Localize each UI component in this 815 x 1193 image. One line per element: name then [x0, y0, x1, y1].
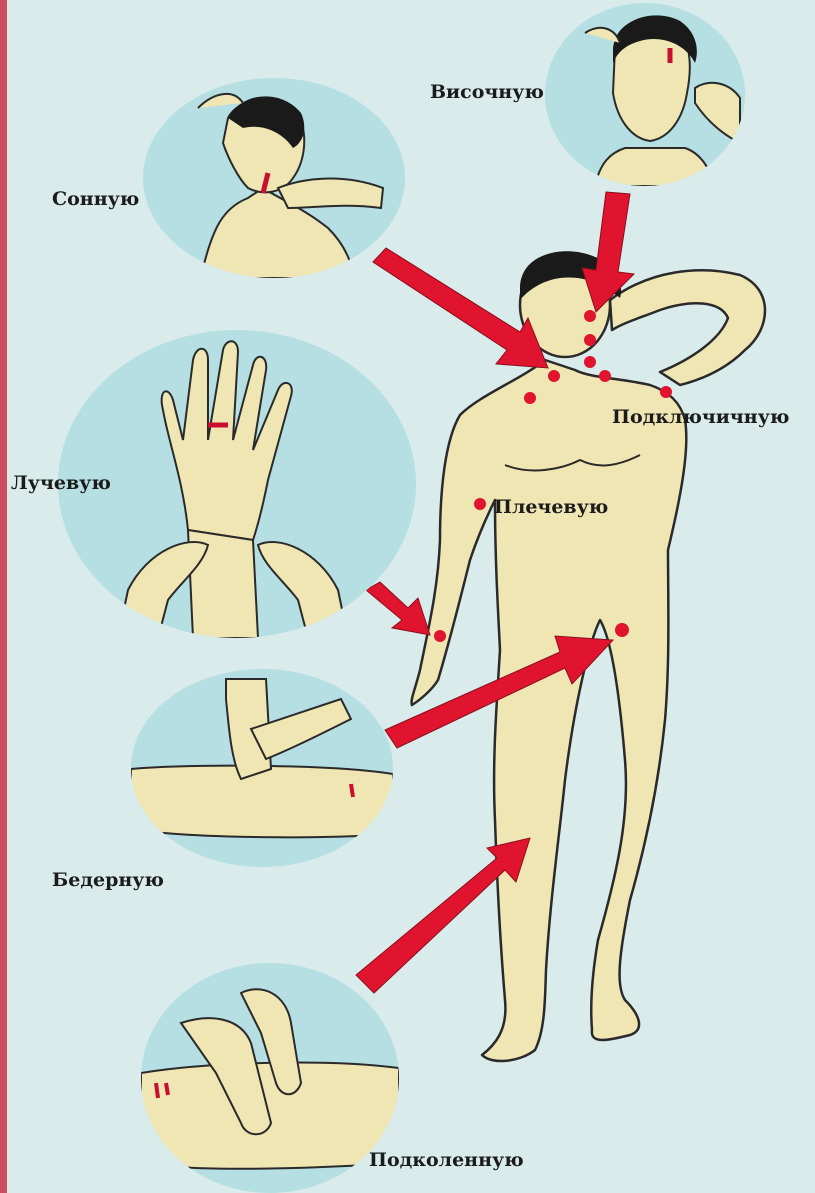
inset-carotid: [143, 78, 405, 278]
inset-popliteal: [141, 963, 399, 1193]
label-femoral: Бедерную: [52, 869, 164, 891]
point-temporal: [584, 310, 596, 322]
point-carotid-4: [599, 370, 611, 382]
point-carotid-3: [548, 370, 560, 382]
inset-radial: [58, 330, 416, 638]
label-temporal: Височную: [430, 81, 544, 103]
point-subclavian-2: [660, 386, 672, 398]
inset-femoral: [131, 669, 393, 867]
label-carotid: Сонную: [52, 188, 139, 210]
label-brachial: Плечевую: [494, 496, 608, 518]
point-brachial: [474, 498, 486, 510]
label-subclavian: Подключичную: [612, 406, 789, 428]
arrow-femoral: [385, 636, 613, 748]
arrow-temporal: [582, 192, 634, 312]
point-subclavian-1: [524, 392, 536, 404]
point-radial: [434, 630, 446, 642]
point-femoral: [615, 623, 629, 637]
point-carotid-1: [584, 334, 596, 346]
label-radial: Лучевую: [11, 472, 111, 494]
label-popliteal: Подколенную: [369, 1149, 524, 1171]
inset-temporal: [545, 3, 745, 186]
point-carotid-2: [584, 356, 596, 368]
